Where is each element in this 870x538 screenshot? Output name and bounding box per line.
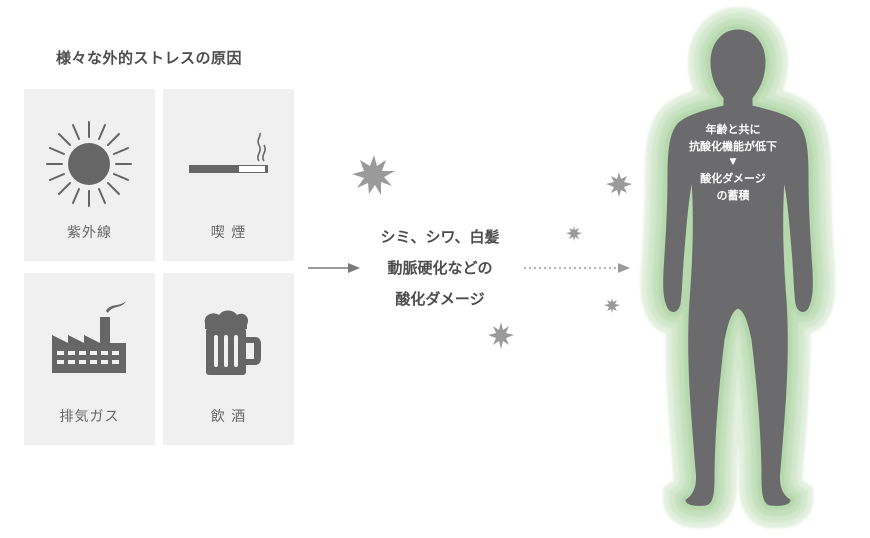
oxidation-burst-icon [488,322,514,349]
body-caption-top: 年齢と共に 抗酸化機能が低下 ▼ 酸化ダメージ の蓄積 [668,121,798,204]
effects-line-3: 酸化ダメージ [395,290,485,308]
human-body-silhouette [664,30,813,505]
cause-label-smoking: 喫 煙 [210,225,247,241]
oxidation-burst-icon [352,155,395,195]
diagram-heading: 様々な外的ストレスの原因 [56,49,243,67]
factory-icon [52,301,126,373]
cause-label-drinking: 飲 酒 [210,409,247,425]
arrow-effects-to-body [524,263,630,273]
oxidation-burst-icon [566,226,582,241]
sun-icon [46,121,132,207]
arrow-causes-to-effects [308,263,360,273]
body-caption-line-4: の蓄積 [716,189,750,202]
effects-text: シミ、シワ、白髪 動脈硬化などの 酸化ダメージ [360,222,520,315]
cause-card-exhaust: 排気ガス [24,273,155,445]
effects-line-1: シミ、シワ、白髪 [380,228,500,246]
oxidation-burst-icon [606,172,632,197]
down-triangle-icon: ▼ [729,157,737,167]
body-caption-line-1: 年齢と共に [705,123,761,136]
body-caption-line-2: 抗酸化機能が低下 [689,140,777,153]
cause-label-uv: 紫外線 [67,225,112,241]
effects-line-2: 動脈硬化などの [387,259,493,277]
cause-card-smoking: 喫 煙 [163,89,294,261]
body-caption-line-3: 酸化ダメージ [700,172,766,185]
cause-label-exhaust: 排気ガス [59,409,120,425]
cigarette-icon [189,132,268,173]
oxidation-burst-icon [604,298,620,313]
cause-card-uv: 紫外線 [24,89,155,261]
cause-card-drinking: 飲 酒 [163,273,294,445]
beer-mug-icon [204,310,261,375]
